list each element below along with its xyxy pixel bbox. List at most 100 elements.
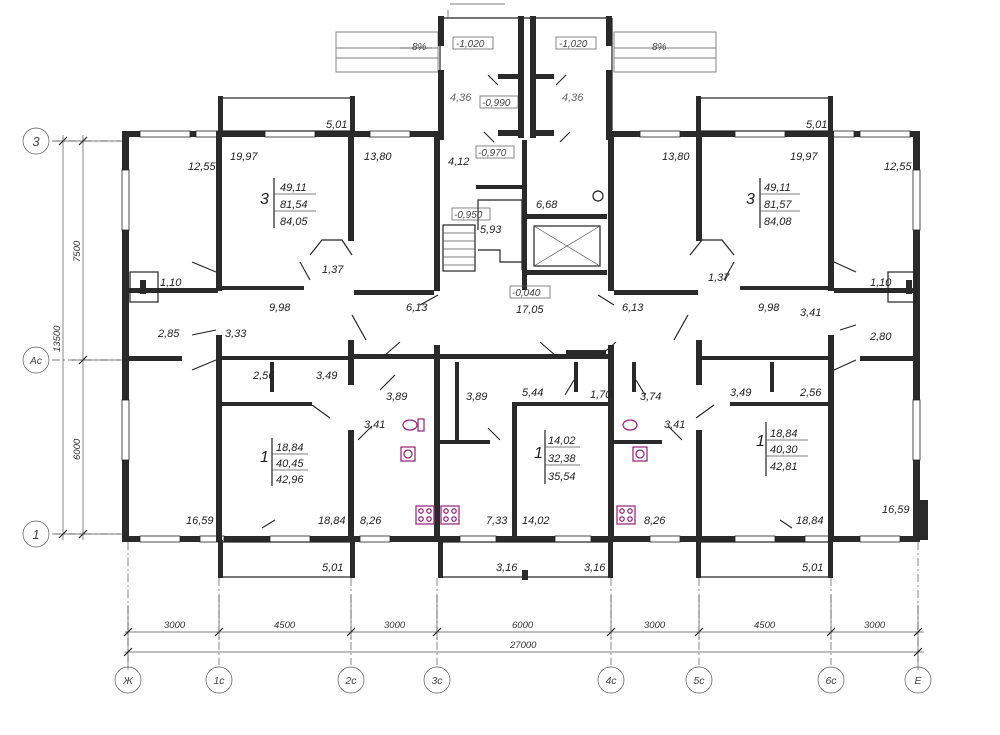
axis-marker: 1 bbox=[22, 520, 50, 548]
stove-icon bbox=[415, 505, 435, 525]
room-area: 3,33 bbox=[225, 328, 247, 340]
level-mark: -0,950 bbox=[454, 210, 483, 221]
ramp-slope: 8% bbox=[412, 42, 427, 53]
level-mark: -0,970 bbox=[478, 148, 507, 159]
svg-text:49,11: 49,11 bbox=[764, 182, 791, 194]
room-area: 19,97 bbox=[230, 151, 258, 163]
room-area: 16,59 bbox=[186, 515, 214, 527]
room-area: 2,80 bbox=[869, 331, 892, 343]
room-area: 14,02 bbox=[522, 515, 550, 527]
room-area: 3,89 bbox=[386, 391, 407, 403]
room-area: 1,10 bbox=[160, 277, 182, 289]
axis-marker: Ж bbox=[114, 666, 142, 694]
svg-text:84,08: 84,08 bbox=[764, 216, 792, 228]
room-area: 18,84 bbox=[796, 515, 824, 527]
svg-text:3: 3 bbox=[746, 191, 755, 208]
level-mark: -0,040 bbox=[512, 288, 541, 299]
axis-marker: Е bbox=[904, 666, 932, 694]
room-area: 3,49 bbox=[316, 370, 337, 382]
room-area: 3,16 bbox=[496, 562, 518, 574]
room-area: 17,05 bbox=[516, 304, 544, 316]
room-area: 1,37 bbox=[322, 264, 344, 276]
room-area: 5,01 bbox=[802, 562, 823, 574]
axis-marker: Ас bbox=[22, 346, 50, 374]
room-area: 3,49 bbox=[730, 387, 751, 399]
room-area: 3,74 bbox=[640, 391, 661, 403]
svg-text:81,57: 81,57 bbox=[764, 199, 792, 211]
room-area: 2,85 bbox=[157, 328, 180, 340]
svg-text:18,84: 18,84 bbox=[276, 442, 304, 454]
svg-text:84,05: 84,05 bbox=[280, 216, 308, 228]
toilet-icon bbox=[622, 419, 638, 431]
svg-text:18,84: 18,84 bbox=[770, 428, 798, 440]
apartment-tag: 1 18,84 40,30 42,81 bbox=[756, 422, 808, 476]
room-area: 1,10 bbox=[870, 277, 892, 289]
room-area: 8,26 bbox=[360, 515, 382, 527]
room-area: 3,16 bbox=[584, 562, 606, 574]
room-area: 13,80 bbox=[364, 151, 392, 163]
room-area: 9,98 bbox=[269, 302, 291, 314]
svg-text:1: 1 bbox=[534, 445, 543, 462]
apartment-tag: 1 14,02 32,38 35,54 bbox=[534, 430, 580, 484]
room-area: 7,33 bbox=[486, 515, 508, 527]
svg-text:42,81: 42,81 bbox=[770, 461, 798, 473]
ramp-slope: 8% bbox=[652, 42, 667, 53]
svg-text:3: 3 bbox=[260, 191, 269, 208]
level-mark: -1,020 bbox=[559, 39, 588, 50]
room-area: 4,12 bbox=[448, 156, 469, 168]
svg-text:3: 3 bbox=[32, 134, 40, 149]
entrance-ramps bbox=[335, 3, 717, 143]
room-area: 3,41 bbox=[664, 419, 685, 431]
svg-text:Ж: Ж bbox=[122, 675, 134, 687]
apartment-tags: 3 49,11 81,54 84,05 3 49,11 81,57 84,08 … bbox=[260, 178, 808, 486]
svg-text:1с: 1с bbox=[213, 675, 225, 687]
level-marks: -1,020 -1,020 -0,990 -0,970 -0,950 -0,04… bbox=[412, 36, 667, 299]
dimension-label: 6000 bbox=[72, 438, 83, 460]
room-area: 2,56 bbox=[252, 370, 275, 382]
dimension-label: 4500 bbox=[754, 620, 776, 631]
room-area: 3,89 bbox=[466, 391, 487, 403]
room-area: 12,55 bbox=[884, 161, 912, 173]
shower-tray-icon bbox=[632, 446, 648, 462]
apartment-tag: 3 49,11 81,54 84,05 bbox=[260, 178, 316, 228]
axis-marker: 5с bbox=[685, 666, 713, 694]
svg-text:4с: 4с bbox=[605, 675, 617, 687]
dimension-total: 27000 bbox=[509, 640, 537, 651]
toilet-icon bbox=[402, 418, 425, 432]
svg-text:42,96: 42,96 bbox=[276, 474, 304, 486]
svg-text:2с: 2с bbox=[344, 675, 357, 687]
shower-tray-icon bbox=[400, 446, 416, 462]
apartment-tag: 1 18,84 40,45 42,96 bbox=[260, 438, 308, 486]
svg-text:5с: 5с bbox=[693, 675, 705, 687]
room-area: 18,84 bbox=[318, 515, 346, 527]
room-area: 12,55 bbox=[188, 161, 216, 173]
axis-marker: 3 bbox=[22, 127, 50, 155]
room-area: 5,01 bbox=[322, 562, 343, 574]
svg-text:6с: 6с bbox=[825, 675, 837, 687]
svg-text:35,54: 35,54 bbox=[548, 471, 576, 483]
doors bbox=[191, 261, 857, 529]
svg-text:1: 1 bbox=[260, 449, 269, 466]
apartment-tag: 3 49,11 81,57 84,08 bbox=[746, 178, 800, 228]
stove-icon bbox=[440, 505, 460, 525]
room-area: 1,70 bbox=[590, 389, 612, 401]
dimension-label: 7500 bbox=[72, 240, 83, 262]
dimension-label: 3000 bbox=[644, 620, 666, 631]
room-area: 5,01 bbox=[806, 119, 827, 131]
svg-text:Ас: Ас bbox=[29, 355, 43, 367]
room-area: 4,36 bbox=[450, 92, 472, 104]
room-area: 3,41 bbox=[364, 419, 385, 431]
room-area: 6,68 bbox=[536, 199, 558, 211]
room-area: 6,13 bbox=[622, 302, 644, 314]
svg-text:81,54: 81,54 bbox=[280, 199, 308, 211]
room-area: 6,13 bbox=[406, 302, 428, 314]
dimension-label: 3000 bbox=[164, 620, 186, 631]
axis-marker: 1с bbox=[205, 666, 233, 694]
svg-text:32,38: 32,38 bbox=[548, 453, 576, 465]
dimension-label: 3000 bbox=[864, 620, 886, 631]
svg-text:1: 1 bbox=[756, 433, 765, 450]
room-area: 5,44 bbox=[522, 387, 543, 399]
room-area-labels: 12,55 19,97 5,01 13,80 4,12 6,68 13,80 5… bbox=[157, 92, 912, 574]
outer-walls bbox=[121, 130, 928, 543]
